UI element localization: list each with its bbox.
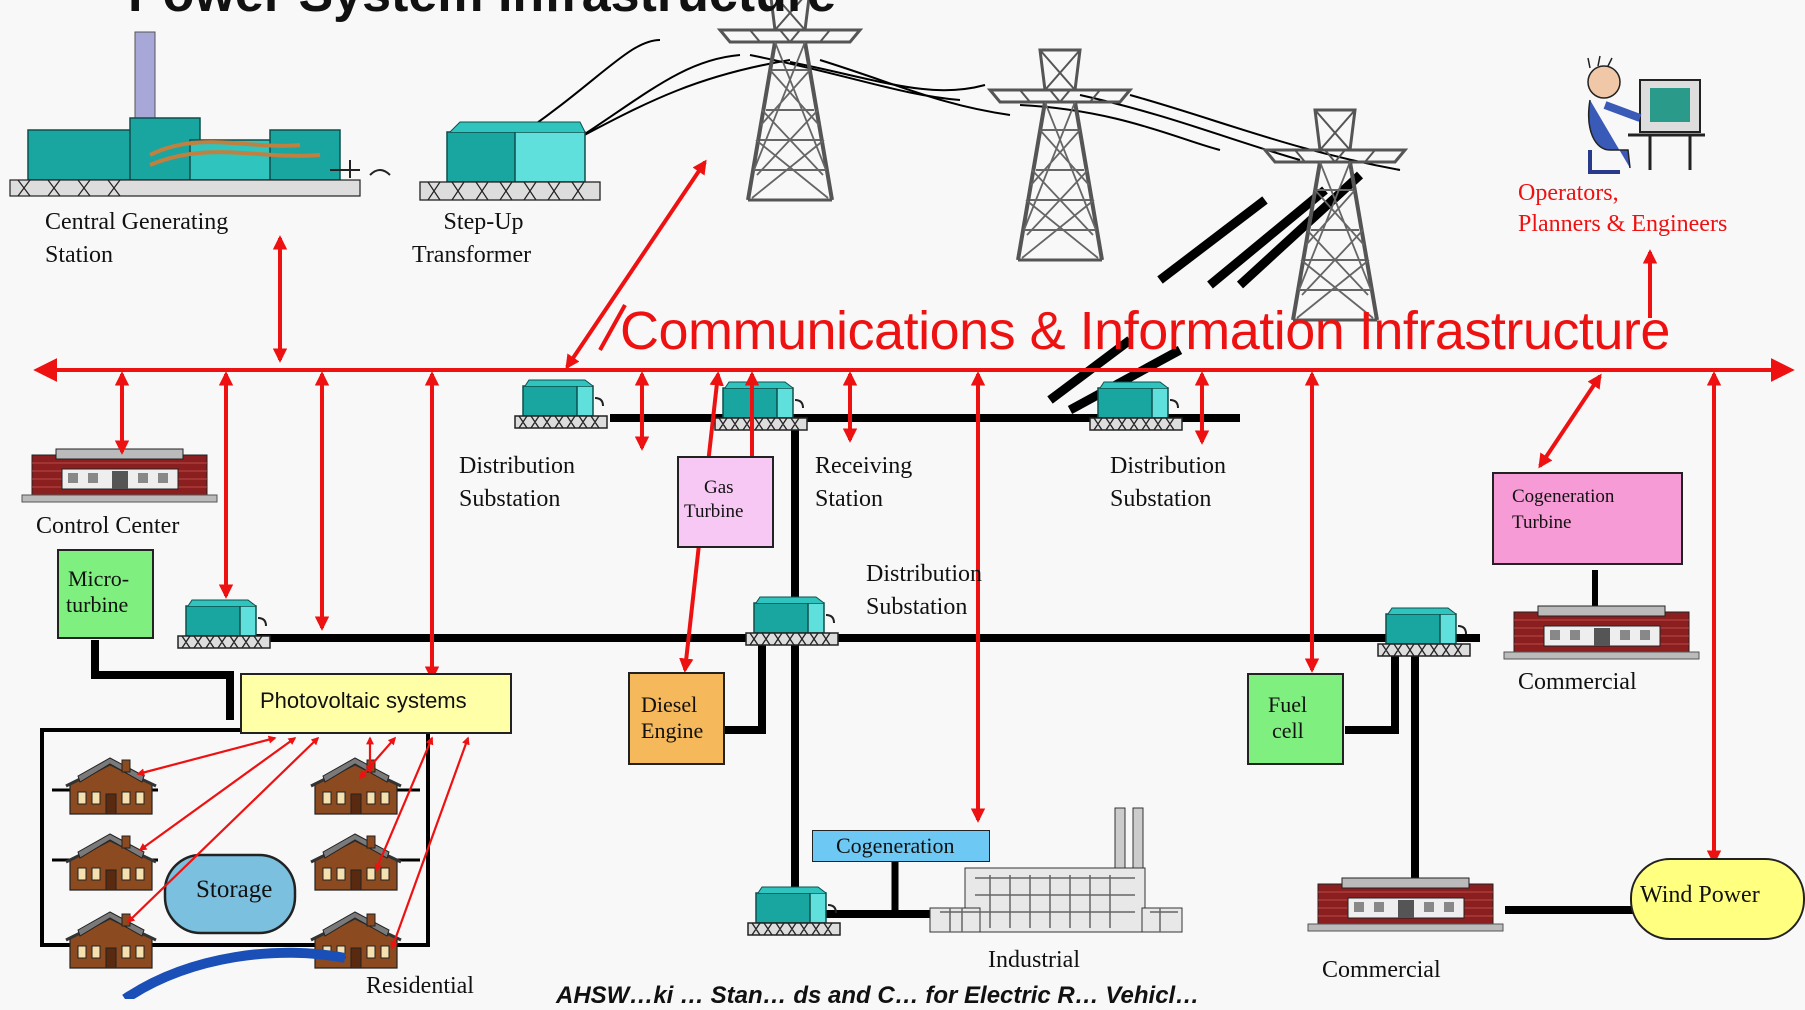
control-center-label: Control Center (36, 513, 180, 539)
step-up-transformer-icon (419, 121, 601, 201)
wind-power-label: Wind Power (1640, 882, 1760, 908)
transformer-icon (714, 381, 808, 431)
comm-infrastructure-label: Communications & Information Infrastruct… (620, 301, 1670, 361)
transformer-icon (177, 599, 271, 649)
house-icon (64, 910, 158, 970)
cogeneration-box (812, 830, 990, 862)
house-icon (64, 832, 158, 892)
operators-label: Operators,Planners & Engineers (1518, 180, 1728, 237)
cogeneration-label: Cogeneration (836, 833, 955, 858)
power-plant-icon (9, 31, 391, 197)
residential-comm-arrows (126, 735, 470, 950)
transformer-icon (514, 379, 608, 429)
industrial-label: Industrial (988, 947, 1080, 973)
photovoltaic-label: Photovoltaic systems (260, 688, 467, 713)
wind-power-box (1630, 858, 1805, 940)
factory-icon (929, 807, 1183, 933)
photovoltaic-box (240, 673, 512, 734)
transformer-icon (1089, 381, 1183, 431)
storage-label: Storage (196, 876, 273, 903)
commercial-bottom-label: Commercial (1322, 957, 1441, 983)
transmission-tower-icon (718, 0, 862, 202)
house-icon (64, 756, 158, 816)
control-center-building-icon (21, 448, 218, 503)
house-icon (309, 756, 403, 816)
operator-workstation-icon (1587, 55, 1705, 174)
commercial-building-icon (1503, 605, 1700, 660)
logo-arc (122, 947, 346, 999)
micro-turbine-box (57, 549, 154, 639)
cogeneration-turbine-box (1492, 472, 1683, 565)
diesel-engine-box (628, 672, 725, 765)
residential-label: Residential (366, 973, 474, 999)
page-title: Power System Infrastructure (128, 0, 836, 24)
transformer-icon (745, 596, 839, 646)
transformer-icon (747, 886, 841, 936)
footer-text: AHSW…ki … Stan… ds and C… for Electric R… (556, 982, 1200, 1009)
commercial-building-icon (1307, 877, 1504, 932)
micro-turbine-label: Micro-turbine (66, 566, 130, 617)
gas-turbine-box (677, 456, 774, 548)
commercial-top-label: Commercial (1518, 669, 1637, 695)
transmission-tower-icon (988, 48, 1132, 262)
fuel-cell-box (1247, 673, 1344, 765)
transformer-icon (1377, 607, 1471, 657)
transmission-tower-icon (1263, 108, 1407, 322)
